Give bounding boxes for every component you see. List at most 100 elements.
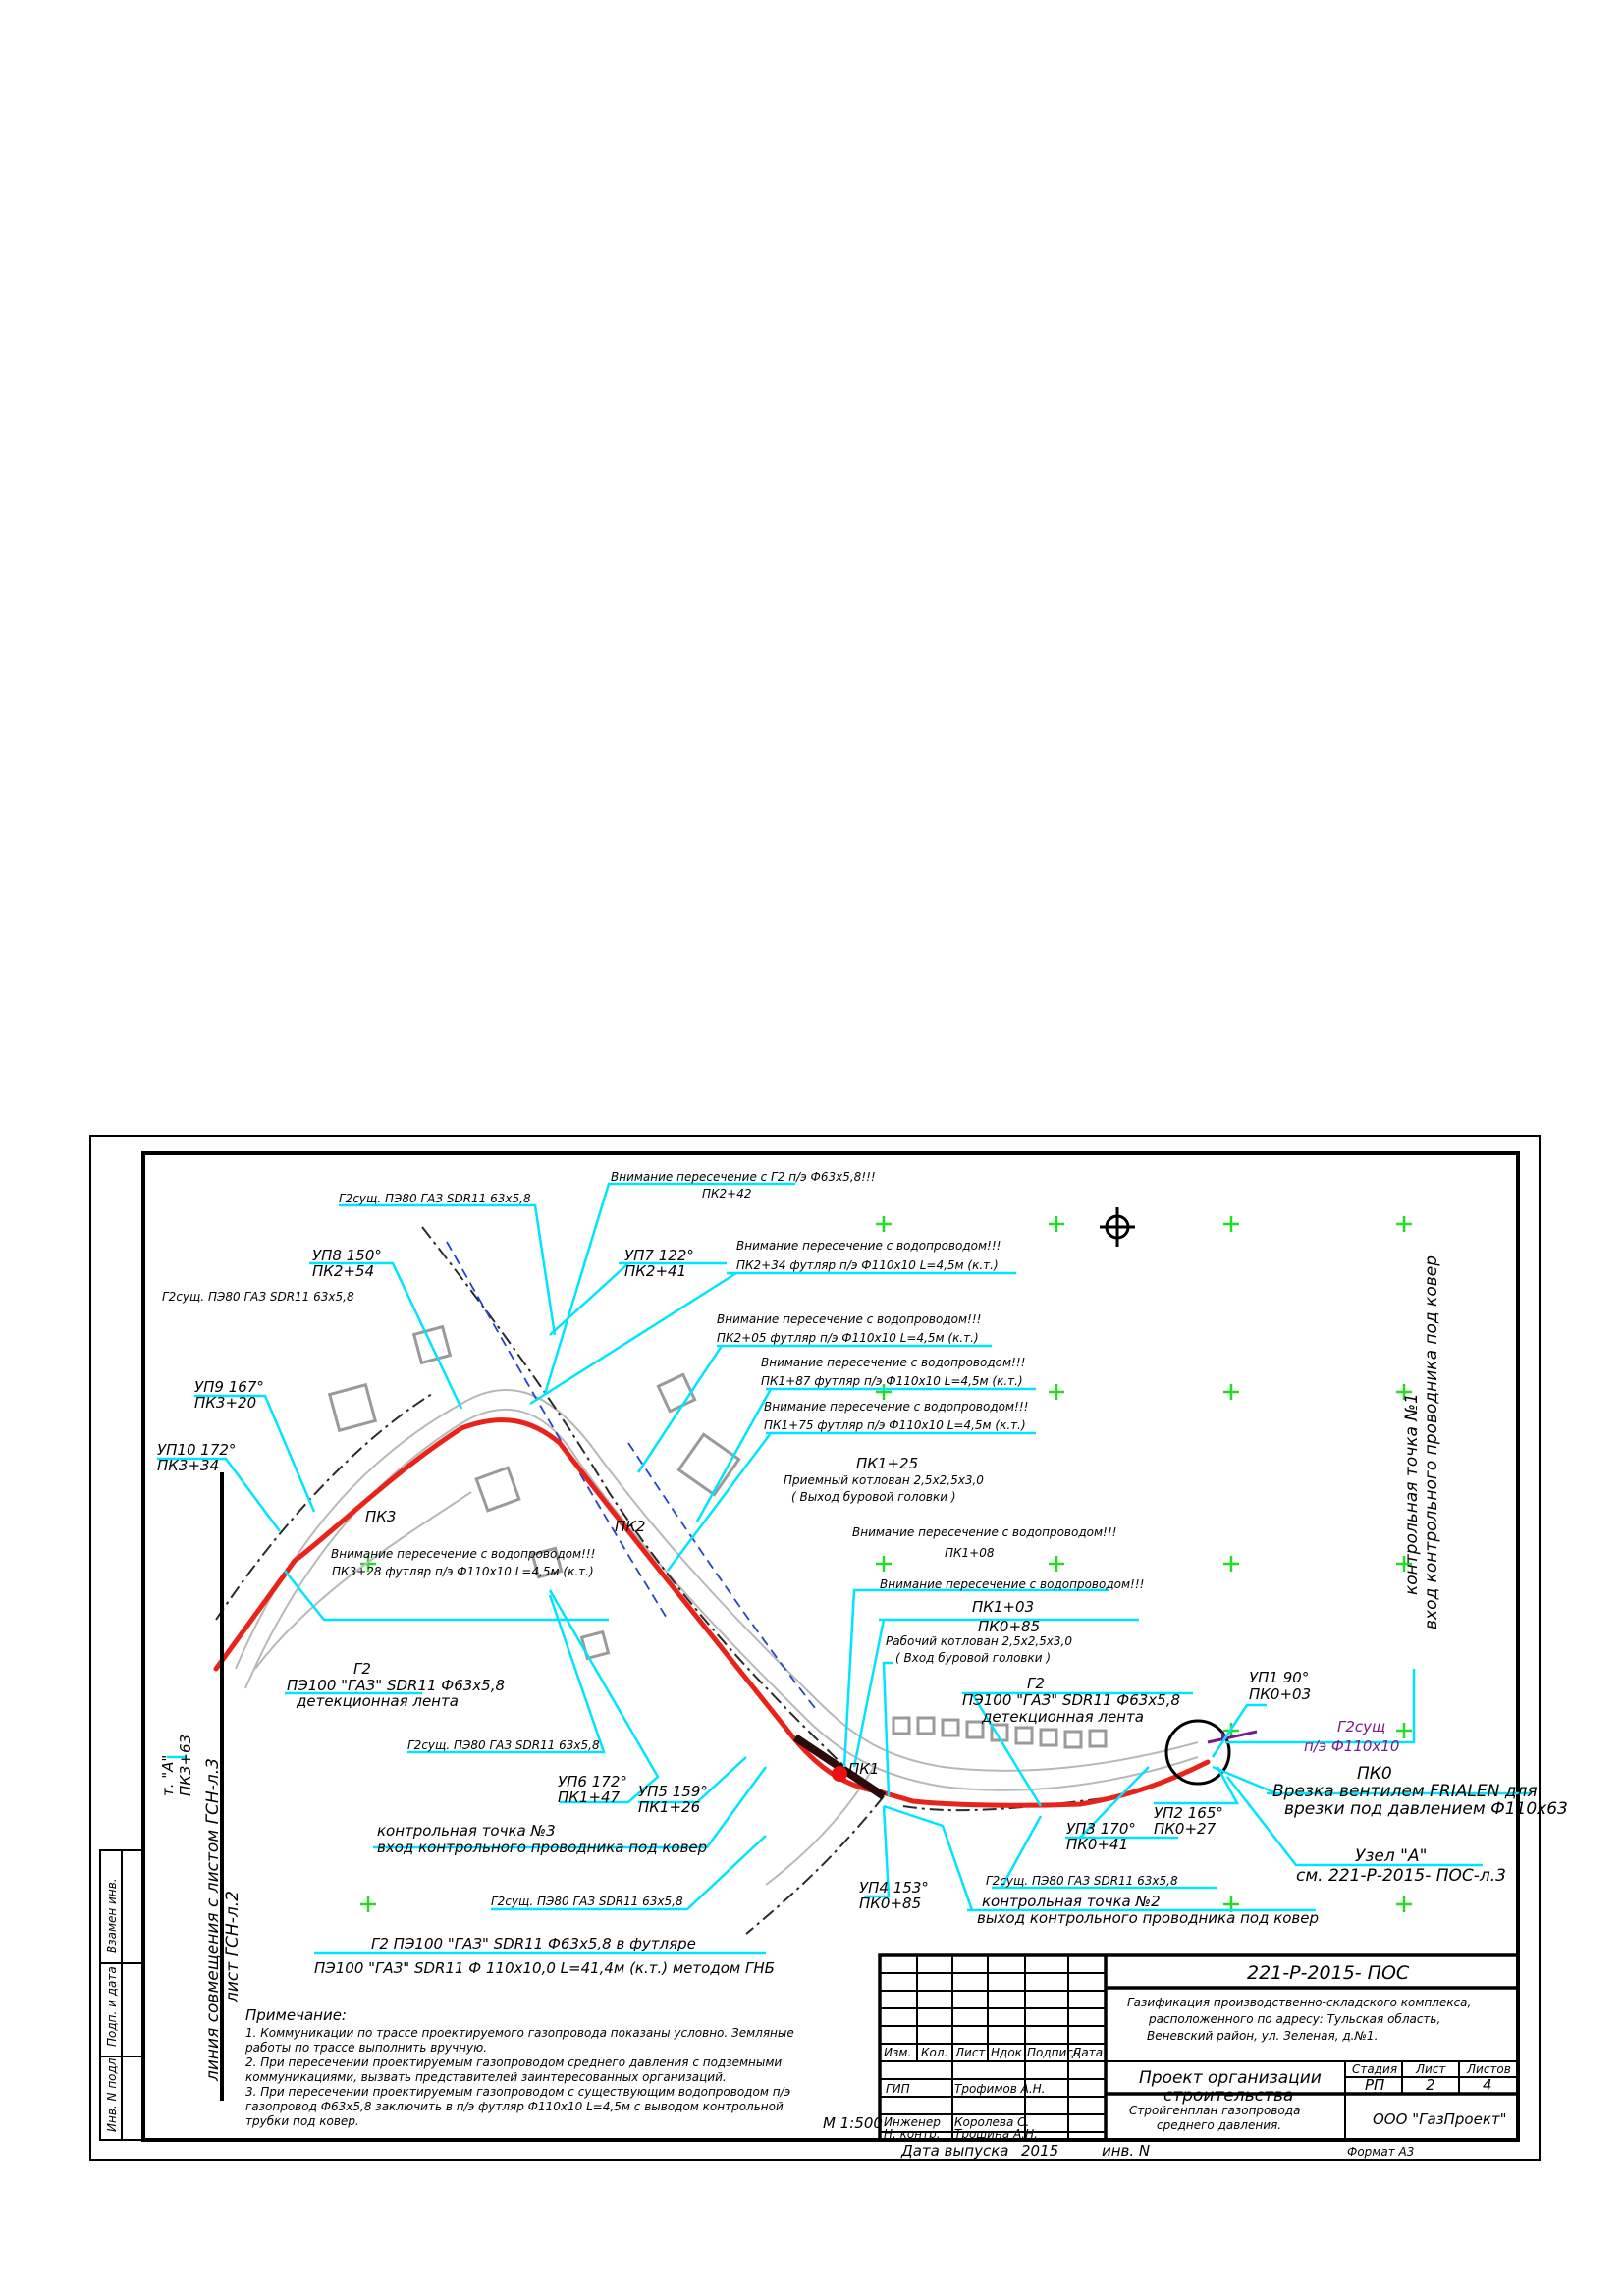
- case-3-label: ПК1+87 футляр п/э Ф110х10 L=4,5м (к.т.): [761, 1374, 1023, 1388]
- stamp-sign-date: Подп. и дата: [105, 1966, 119, 2047]
- tb-name-gip: Трофимов А.Н.: [954, 2082, 1046, 2096]
- buildings: [327, 1324, 1108, 1749]
- up3-label: УП3 170°: [1066, 1820, 1136, 1838]
- pk1-47-label: ПК1+47: [558, 1789, 621, 1806]
- warn-water-2: Внимание пересечение с водопроводом!!!: [717, 1312, 981, 1326]
- pk1-03-label: ПК1+03: [972, 1598, 1034, 1616]
- match-line-2: лист ГСН-л.2: [223, 1891, 243, 2003]
- case-pipe-1: Г2 ПЭ100 "ГАЗ" SDR11 Ф63х5,8 в футляре: [371, 1935, 696, 1952]
- tb-issue-label: Дата выпуска: [900, 2142, 1008, 2160]
- cp2-desc: выход контрольного проводника под ковер: [977, 1909, 1319, 1927]
- designed-gas-pipeline: [213, 1417, 1211, 1808]
- side-stamp: Инв. N подл. Подп. и дата Взамен инв.: [99, 1849, 144, 2141]
- warn-water-4: Внимание пересечение с водопроводом!!!: [764, 1400, 1028, 1414]
- g2-exist-left-label: Г2сущ. ПЭ80 ГАЗ SDR11 63х5,8: [162, 1290, 354, 1304]
- stamp-inv-no: Инв. N подл.: [105, 2055, 119, 2132]
- pk0-label: ПК0: [1357, 1764, 1392, 1784]
- cp2-title: контрольная точка №2: [982, 1893, 1161, 1910]
- g2-exist-main-pipe: п/э Ф110х10: [1304, 1737, 1399, 1755]
- tb-sheet-title-2: среднего давления.: [1157, 2118, 1281, 2132]
- pk0-85-top-label: ПК0+85: [978, 1618, 1040, 1635]
- notes-line-2: работы по трассе выполнить вручную.: [244, 2041, 487, 2055]
- g2-exist-top-label: Г2сущ. ПЭ80 ГАЗ SDR11 63х5,8: [339, 1192, 531, 1205]
- sheet-border: [89, 1135, 1541, 2161]
- notes-line-4: коммуникациями, вызвать представителей з…: [245, 2070, 727, 2084]
- case-4-label: ПК1+75 футляр п/э Ф110х10 L=4,5м (к.т.): [764, 1418, 1026, 1432]
- tb-name-nk: Трошина А.Н.: [954, 2127, 1038, 2141]
- case-1-label: ПК2+34 футляр п/э Ф110х10 L=4,5м (к.т.): [736, 1258, 999, 1272]
- tb-stage-h: Стадия: [1352, 2062, 1397, 2076]
- tb-col-kol: Кол.: [921, 2046, 947, 2059]
- tb-role-gip: ГИП: [886, 2082, 910, 2096]
- g2-exist-bot1-label: Г2сущ. ПЭ80 ГАЗ SDR11 63х5,8: [986, 1874, 1178, 1888]
- node-a-ref: см. 221-Р-2015- ПОС-л.3: [1296, 1866, 1506, 1886]
- tb-issue-year: 2015: [1021, 2142, 1058, 2160]
- case-pipe-2: ПЭ100 "ГАЗ" SDR11 Ф 110х10,0 L=41,4м (к.…: [314, 1959, 775, 1977]
- case-2-label: ПК2+05 футляр п/э Ф110х10 L=4,5м (к.т.): [717, 1331, 979, 1345]
- drill-exit-label: ( Выход буровой головки ): [791, 1490, 956, 1504]
- case-5-label: ПК3+28 футляр п/э Ф110х10 L=4,5м (к.т.): [332, 1565, 594, 1578]
- tb-name-eng: Королева С.: [954, 2115, 1029, 2129]
- tb-sheets: 4: [1483, 2076, 1492, 2094]
- existing-main-pipe: [1207, 1730, 1258, 1744]
- up9-label: УП9 167°: [194, 1378, 264, 1396]
- tape-right-label: детекционная лента: [981, 1708, 1144, 1726]
- pk3-34-label: ПК3+34: [157, 1457, 219, 1474]
- warn-water-5: Внимание пересечение с водопроводом!!!: [852, 1525, 1116, 1539]
- drill-entry-label: ( Вход буровой головки ): [895, 1651, 1051, 1665]
- stamp-replace: Взамен инв.: [105, 1878, 119, 1953]
- tb-object-3: Веневский район, ул. Зеленая, д.№1.: [1147, 2029, 1378, 2043]
- pk2-label: ПК2: [615, 1518, 645, 1535]
- title-block: 221-Р-2015- ПОС Газификация производстве…: [878, 1953, 1520, 2160]
- tb-section-1: Проект организации: [1139, 2068, 1322, 2088]
- g2-exist-mid-label: Г2сущ. ПЭ80 ГАЗ SDR11 63х5,8: [407, 1738, 600, 1752]
- tb-object-2: расположенного по адресу: Тульская облас…: [1148, 2012, 1440, 2026]
- tb-sheet: 2: [1426, 2076, 1435, 2094]
- tape-left-label: детекционная лента: [296, 1692, 459, 1710]
- cp1-desc: вход контрольного проводника под ковер: [1422, 1255, 1441, 1629]
- up8-label: УП8 150°: [312, 1247, 382, 1264]
- pk0-03-label: ПК0+03: [1249, 1685, 1311, 1703]
- pk1-25-label: ПК1+25: [856, 1455, 918, 1472]
- pk2-41-label: ПК2+41: [624, 1262, 686, 1280]
- tb-stage: РП: [1365, 2076, 1384, 2094]
- up4-label: УП4 153°: [859, 1879, 929, 1896]
- warn-water-6: Внимание пересечение с водопроводом!!!: [880, 1577, 1144, 1591]
- up2-label: УП2 165°: [1154, 1804, 1223, 1822]
- pk3-label: ПК3: [365, 1508, 396, 1525]
- up5-label: УП5 159°: [638, 1783, 708, 1800]
- warn-g2-pipe: Внимание пересечение с Г2 п/э Ф63х5,8!!!: [611, 1170, 876, 1184]
- notes-line-7: трубки под ковер.: [245, 2114, 359, 2128]
- warn-water-3: Внимание пересечение с водопроводом!!!: [761, 1356, 1025, 1369]
- up1-label: УП1 90°: [1249, 1669, 1309, 1686]
- tb-role-eng: Инженер: [884, 2115, 941, 2129]
- notes-line-5: 3. При пересечении проектируемым газопро…: [245, 2085, 790, 2099]
- pk0-27-label: ПК0+27: [1154, 1820, 1217, 1838]
- point-a-label: т. "А": [159, 1755, 177, 1796]
- pe100-left-label: ПЭ100 "ГАЗ" SDR11 Ф63х5,8: [287, 1677, 505, 1694]
- tb-sheet-h: Лист: [1415, 2062, 1446, 2076]
- pe100-right-label: ПЭ100 "ГАЗ" SDR11 Ф63х5,8: [962, 1691, 1180, 1709]
- tb-role-nk: Н. контр.: [884, 2127, 941, 2141]
- node-a-circle: [1164, 1719, 1231, 1786]
- pk1-26-label: ПК1+26: [638, 1798, 700, 1816]
- callout-labels: Г2сущ. ПЭ80 ГАЗ SDR11 63х5,8 Внимание пе…: [157, 1170, 1568, 2082]
- pk3-20-label: ПК3+20: [194, 1394, 256, 1412]
- pk1-label: ПК1: [848, 1760, 879, 1778]
- tb-sheet-title-1: Стройгенплан газопровода: [1129, 2104, 1300, 2117]
- pk3-63-label: ПК3+63: [177, 1735, 194, 1796]
- tb-col-list: Лист: [954, 2046, 986, 2059]
- match-line-1: линия совмещения с листом ГСН-л.3: [203, 1758, 223, 2082]
- notes-line-1: 1. Коммуникации по трассе проектируемого…: [245, 2026, 794, 2040]
- pk1-08-label: ПК1+08: [945, 1546, 995, 1560]
- up6-label: УП6 172°: [558, 1773, 627, 1790]
- water-pipes: [446, 1241, 816, 1709]
- up10-label: УП10 172°: [157, 1441, 236, 1459]
- pk0-41-label: ПК0+41: [1066, 1836, 1128, 1853]
- drawing-frame: [141, 1151, 1520, 2142]
- pk1-marker-icon: [832, 1766, 847, 1782]
- node-a-label: Узел "А": [1355, 1846, 1427, 1866]
- pk0-85-bot-label: ПК0+85: [859, 1895, 921, 1912]
- warn-water-1: Внимание пересечение с водопроводом!!!: [736, 1239, 1001, 1253]
